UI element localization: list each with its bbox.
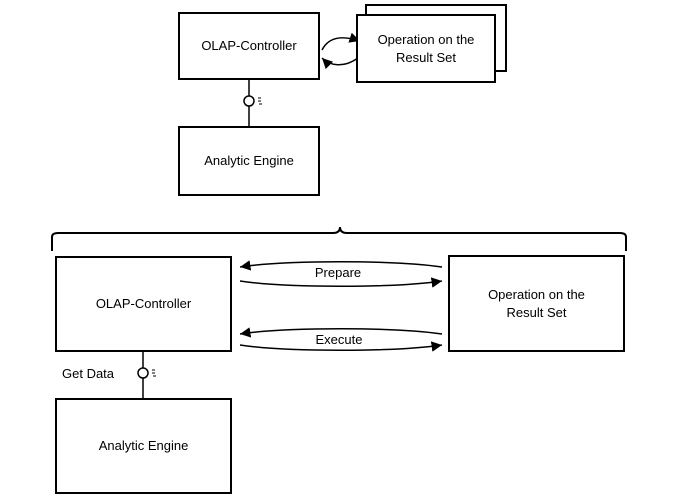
prepare-label: Prepare	[314, 265, 362, 280]
top-analytic-engine-label: Analytic Engine	[204, 153, 294, 168]
get-data-label: Get Data	[62, 366, 115, 381]
top-controller-to-operation-arrow	[321, 32, 361, 51]
execute-label: Execute	[315, 332, 363, 347]
top-olap-controller-box: OLAP-Controller	[178, 12, 320, 80]
top-interface-circle	[243, 95, 255, 107]
top-operation-result-label: Operation on the Result Set	[377, 31, 475, 65]
bottom-olap-controller-box: OLAP-Controller	[55, 256, 232, 352]
top-analytic-engine-box: Analytic Engine	[178, 126, 320, 196]
top-operation-to-controller-arrow	[321, 57, 359, 70]
prepare-arrow	[239, 277, 443, 288]
execute-return-arrow	[239, 327, 443, 338]
bottom-operation-result-box: Operation on the Result Set	[448, 255, 625, 352]
execute-arrow	[239, 341, 443, 352]
grouping-brace	[51, 226, 627, 251]
bottom-interface-circle	[137, 367, 149, 379]
top-olap-controller-label: OLAP-Controller	[201, 38, 297, 53]
prepare-return-arrow	[239, 260, 443, 271]
top-operation-result-box: Operation on the Result Set	[356, 14, 496, 83]
bottom-olap-controller-label: OLAP-Controller	[95, 296, 192, 311]
bottom-analytic-engine-box: Analytic Engine	[55, 398, 232, 494]
bottom-operation-result-label: Operation on the Result Set	[488, 286, 585, 320]
bottom-analytic-engine-label: Analytic Engine	[98, 438, 189, 453]
